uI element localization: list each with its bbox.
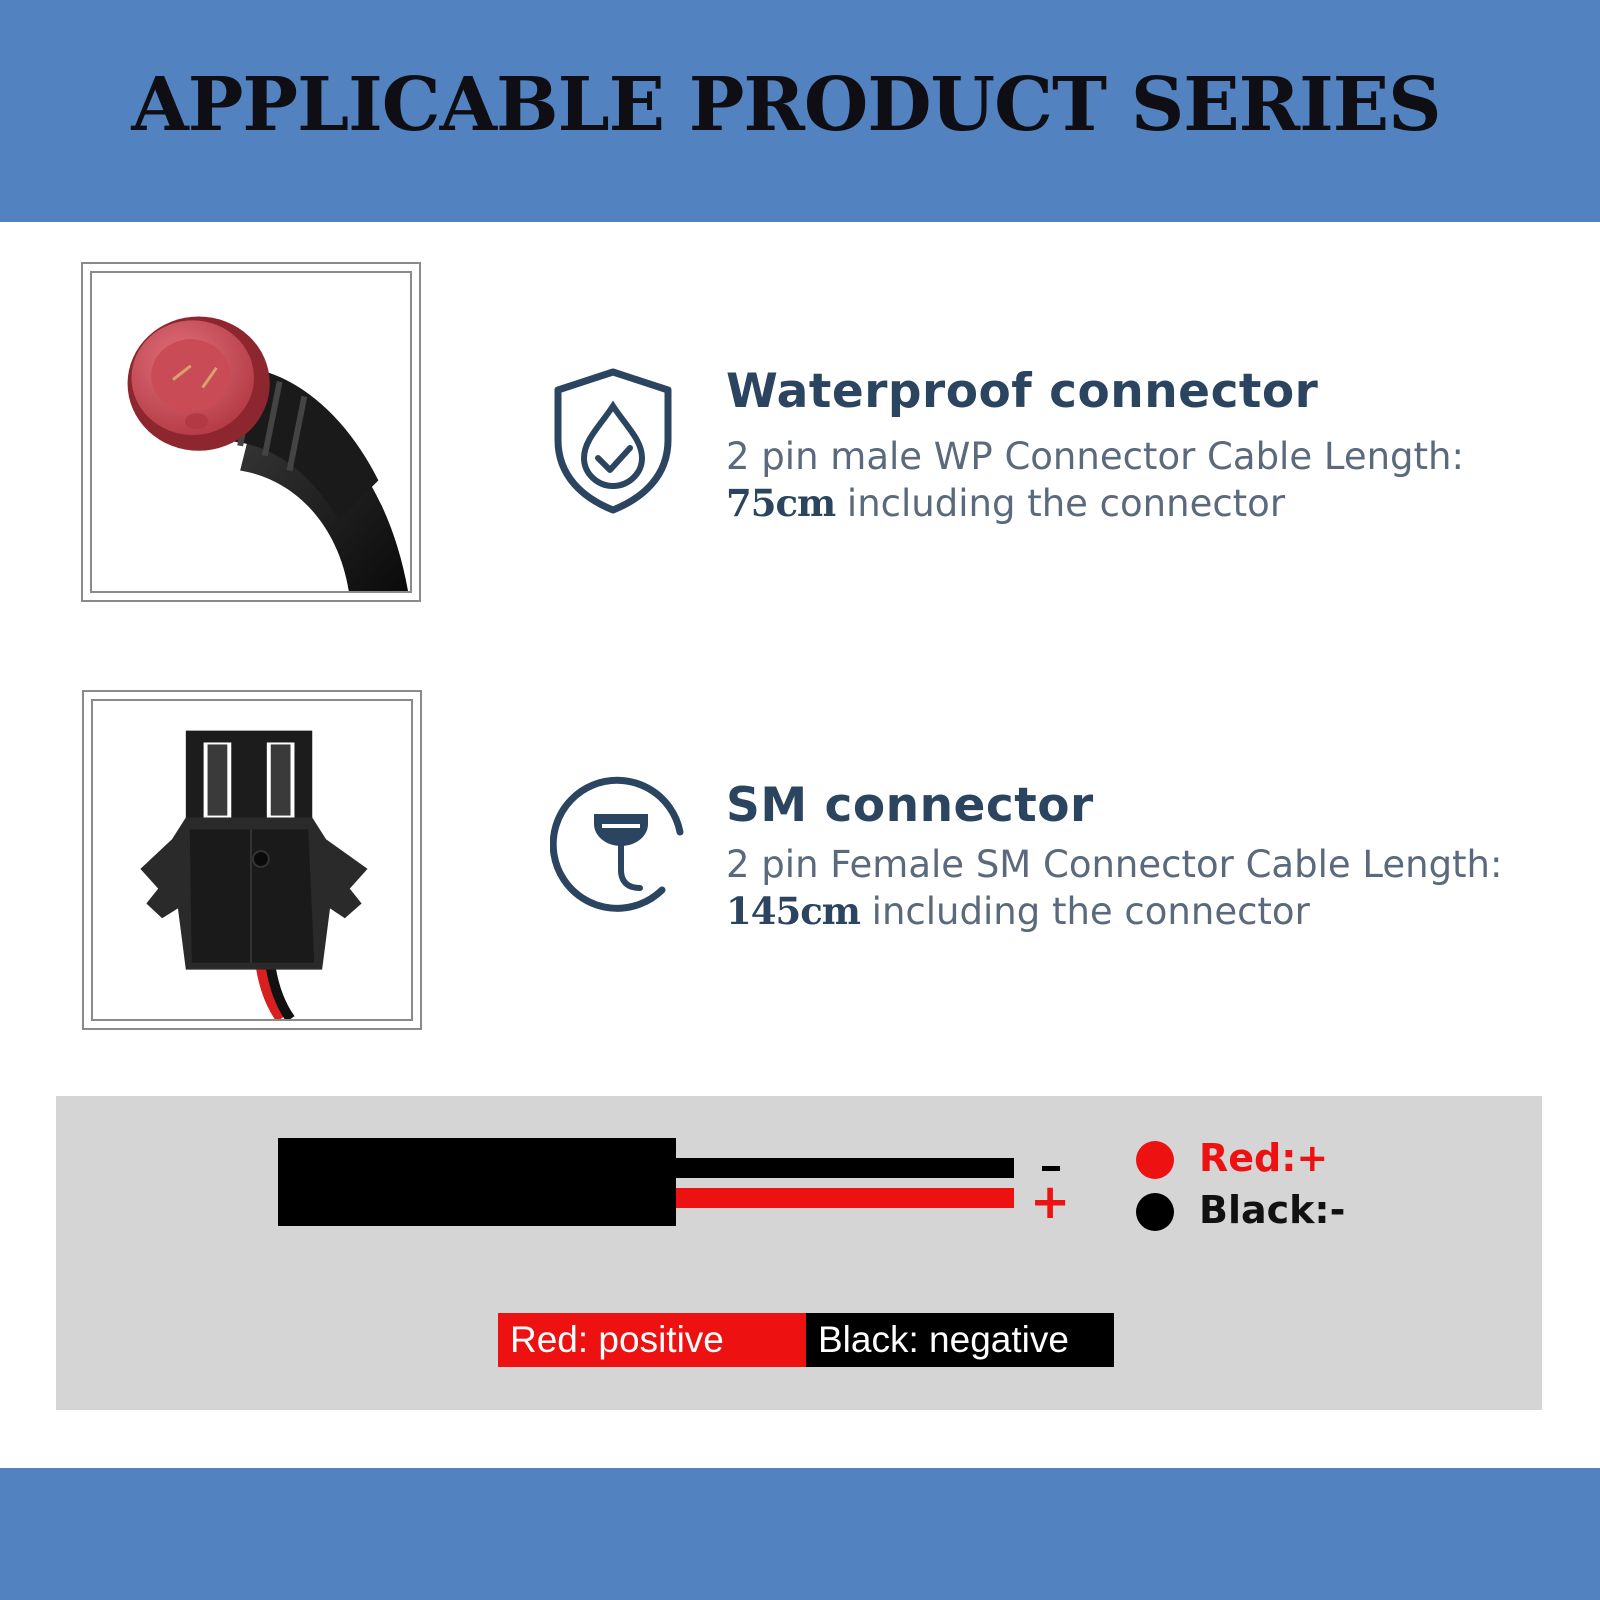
sm-connector-title: SM connector	[726, 778, 1094, 833]
page-title: APPLICABLE PRODUCT SERIES	[131, 62, 1441, 148]
waterproof-connector-photo	[81, 262, 421, 602]
waterproof-connector-desc: 2 pin male WP Connector Cable Length: 75…	[726, 434, 1464, 527]
footer-band	[0, 1468, 1600, 1600]
waterproof-desc-line2: including the connector	[835, 482, 1286, 525]
waterproof-connector-title: Waterproof connector	[726, 364, 1319, 419]
header-band	[0, 0, 1600, 222]
sm-desc-line2: including the connector	[859, 890, 1310, 933]
red-dot-icon	[1136, 1141, 1174, 1179]
black-negative-label: Black: negative	[806, 1313, 1114, 1367]
plus-sign: +	[1030, 1174, 1071, 1230]
sm-connector-desc: 2 pin Female SM Connector Cable Length: …	[726, 842, 1502, 935]
sm-plug-icon	[550, 776, 684, 912]
sm-cable-length: 145cm	[726, 889, 861, 933]
red-positive-label: Red: positive	[498, 1313, 806, 1367]
waterproof-shield-icon	[554, 368, 672, 514]
sm-desc-line1: 2 pin Female SM Connector Cable Length:	[726, 843, 1503, 886]
wiring-diagram: + Red:+ Black:- Red: positive Black: neg…	[56, 1096, 1542, 1410]
cable-plug-body	[278, 1138, 676, 1226]
waterproof-desc-line1: 2 pin male WP Connector Cable Length:	[726, 435, 1464, 478]
black-dot-icon	[1136, 1193, 1174, 1231]
minus-sign	[1042, 1166, 1060, 1171]
black-wire	[676, 1158, 1014, 1178]
waterproof-cable-length: 75cm	[726, 481, 836, 525]
legend-black: Black:-	[1199, 1188, 1346, 1232]
red-wire	[676, 1188, 1014, 1208]
sm-connector-photo	[82, 690, 422, 1030]
waterproof-connector-image	[127, 316, 409, 591]
legend-red: Red:+	[1199, 1136, 1329, 1180]
sm-connector-image	[140, 730, 368, 1019]
